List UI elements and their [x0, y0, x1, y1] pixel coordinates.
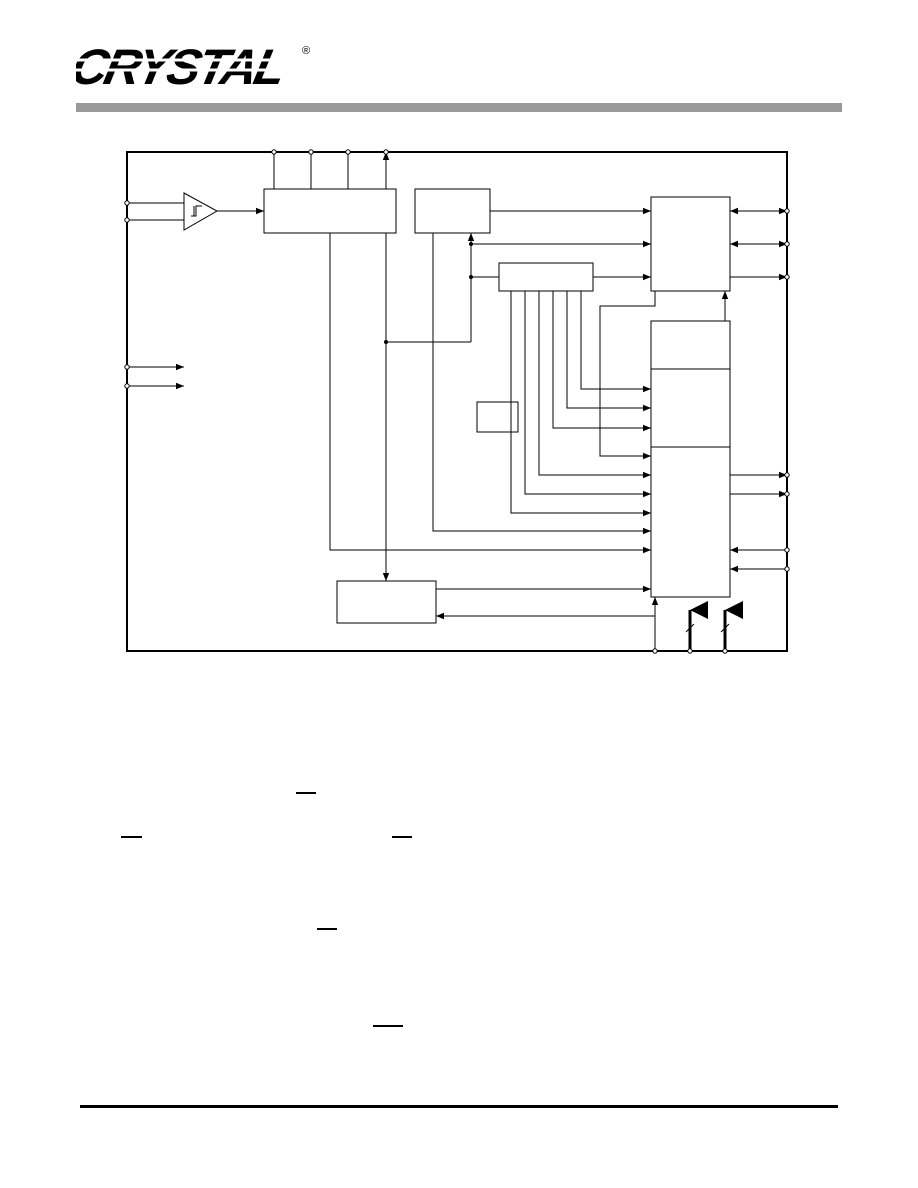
- overline-mark: [392, 836, 412, 838]
- comparator-block: [183, 192, 219, 231]
- block-small: [476, 401, 519, 433]
- overline-mark: [121, 836, 142, 838]
- block-right-tall: [650, 320, 731, 598]
- schmitt-icon: [191, 205, 202, 217]
- block-top-right: [650, 196, 731, 292]
- block-mid: [498, 262, 594, 292]
- overline-mark: [296, 792, 316, 794]
- block-top-left: [263, 188, 397, 234]
- block-diagram: [124, 149, 790, 654]
- overline-mark: [317, 928, 337, 930]
- footer-rule: [80, 1105, 838, 1108]
- registered-mark: ®: [302, 45, 310, 57]
- block-bottom: [336, 580, 437, 624]
- logo-wordmark: CRYSTAL: [76, 40, 289, 92]
- crystal-logo-icon: CRYSTAL ®: [76, 40, 316, 92]
- block-top-mid: [414, 188, 491, 234]
- chip-outline: [126, 151, 788, 652]
- header-rule: [76, 103, 842, 112]
- overline-mark: [373, 1025, 403, 1027]
